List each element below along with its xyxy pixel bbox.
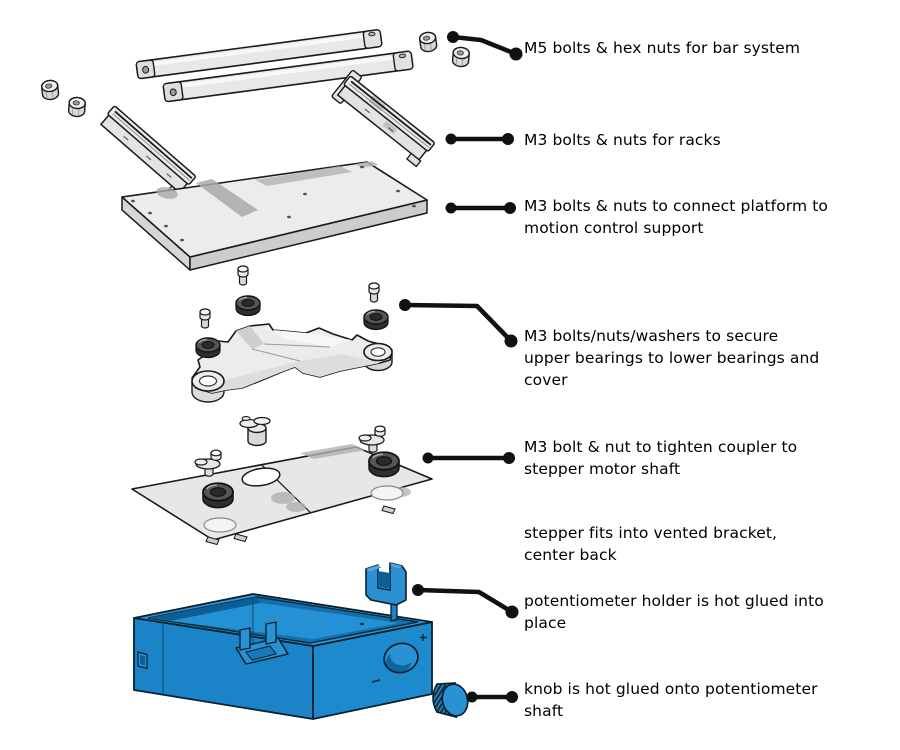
cover-plate — [131, 444, 433, 546]
lower-bearing — [202, 482, 234, 509]
m5-hex-nut — [451, 46, 471, 68]
potentiometer-hole — [383, 642, 419, 674]
callout-label-pot-holder: potentiometer holder is hot glued into p… — [524, 592, 824, 632]
m3-washer — [195, 337, 221, 359]
callout-label-racks: M3 bolts & nuts for racks — [524, 131, 721, 149]
m3-washer — [235, 295, 261, 317]
callout-line-bearings — [402, 302, 514, 344]
stepper-box — [133, 593, 433, 720]
platform-plate — [121, 161, 428, 271]
callout-label-bearings: M3 bolts/nuts/washers to secure upper be… — [524, 327, 820, 389]
rack-rail-left — [99, 105, 196, 201]
callout-label-knob: knob is hot glued onto potentiometer sha… — [524, 680, 818, 720]
m5-hex-nut — [40, 79, 60, 101]
lower-bearing — [368, 451, 400, 478]
callout-label-platform: M3 bolts & nuts to connect platform to m… — [524, 197, 828, 237]
bar-rail-2 — [162, 50, 414, 103]
bolt-nut-stack — [358, 425, 386, 453]
callout-line-pot-holder — [415, 587, 515, 615]
callout-lines — [402, 34, 519, 700]
callout-dots — [399, 31, 523, 703]
rack-rail-right — [331, 69, 435, 168]
m5-hex-nut — [418, 30, 439, 54]
m3-bolt — [237, 265, 249, 286]
m3-bolt — [199, 308, 211, 329]
potentiometer-holder — [365, 562, 407, 622]
upper-bearing-bracket — [191, 323, 393, 403]
m3-bolt — [368, 282, 380, 303]
m5-hex-nut — [67, 96, 87, 118]
stepper-bracket — [235, 621, 289, 665]
bar-rail-1 — [135, 29, 383, 80]
callout-label-bar-system: M5 bolts & hex nuts for bar system — [524, 39, 801, 57]
m3-washer — [363, 309, 389, 331]
shaft-coupler — [239, 416, 271, 447]
potentiometer-knob — [432, 682, 469, 719]
callout-label-stepper: stepper fits into vented bracket, center… — [524, 524, 778, 564]
callout-label-coupler: M3 bolt & nut to tighten coupler to step… — [524, 438, 798, 478]
callout-line-bar-system — [450, 34, 519, 57]
